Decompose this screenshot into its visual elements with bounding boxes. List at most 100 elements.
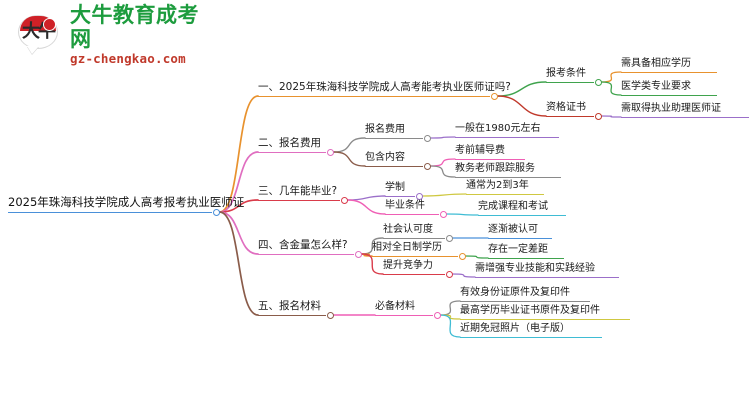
branch-2-sub-1[interactable]: 报名费用 — [365, 125, 423, 142]
branch-4-sub-2-underline — [372, 256, 458, 257]
branch-3-sub-2-label: 毕业条件 — [385, 200, 425, 211]
branch-3-sub-2-leaf-1-label: 完成课程和考试 — [478, 201, 548, 212]
branch-4-sub-2-leaf-1-label: 存在一定差距 — [488, 244, 548, 255]
branch-1-sub-1-leaf-2-label: 医学类专业要求 — [621, 81, 691, 92]
branch-3-sub-1-underline — [385, 196, 415, 197]
branch-node-4[interactable]: 四、含金量怎么样? — [258, 240, 354, 258]
branch-node-3-dot[interactable] — [340, 196, 348, 204]
branch-2-sub-1-leaf-1-underline — [455, 137, 559, 138]
branch-1-sub-2-leaf-1-underline — [621, 117, 749, 118]
branch-2-sub-1-label: 报名费用 — [365, 124, 405, 135]
branch-2-sub-2-leaf-2[interactable]: 教务老师跟踪服务 — [455, 164, 561, 181]
branch-4-sub-1-underline — [383, 238, 445, 239]
branch-node-1-label: 一、2025年珠海科技学院成人高考能考执业医师证吗? — [258, 81, 511, 93]
branch-1-sub-1-leaf-1-label: 需具备相应学历 — [621, 58, 691, 69]
branch-4-sub-3-leaf-1-underline — [475, 277, 619, 278]
branch-4-sub-1[interactable]: 社会认可度 — [383, 225, 445, 242]
branch-4-sub-2-leaf-1-underline — [488, 258, 564, 259]
branch-node-5-label: 五、报名材料 — [258, 300, 321, 312]
branch-4-sub-1-leaf-1-label: 逐渐被认可 — [488, 224, 538, 235]
branch-1-sub-1-leaf-1[interactable]: 需具备相应学历 — [621, 59, 717, 76]
branch-2-sub-2[interactable]: 包含内容 — [365, 153, 423, 170]
branch-node-1-underline — [258, 95, 490, 97]
branch-1-sub-2-label: 资格证书 — [546, 102, 586, 113]
branch-4-sub-1-label: 社会认可度 — [383, 224, 433, 235]
branch-5-sub-1-leaf-3-underline — [460, 337, 602, 338]
branch-5-sub-1-leaf-2-underline — [460, 319, 630, 320]
branch-1-sub-2-dot[interactable] — [594, 112, 602, 120]
branch-5-sub-1-leaf-2[interactable]: 最高学历毕业证书原件及复印件 — [460, 306, 630, 323]
branch-node-3-underline — [258, 199, 340, 201]
branch-node-3[interactable]: 三、几年能毕业? — [258, 186, 340, 204]
branch-3-sub-2-leaf-1-underline — [478, 215, 566, 216]
branch-3-sub-1[interactable]: 学制 — [385, 183, 415, 200]
branch-4-sub-2-dot[interactable] — [458, 252, 466, 260]
branch-3-sub-2-leaf-1[interactable]: 完成课程和考试 — [478, 202, 566, 219]
branch-node-2-dot[interactable] — [326, 148, 334, 156]
branch-1-sub-1-underline — [546, 82, 594, 83]
branch-node-1-dot[interactable] — [490, 92, 498, 100]
root-node-label: 2025年珠海科技学院成人高考报考执业医师证 — [8, 195, 245, 209]
branch-2-sub-2-leaf-1[interactable]: 考前辅导费 — [455, 146, 525, 163]
branch-5-sub-1-leaf-3-label: 近期免冠照片（电子版） — [460, 323, 570, 334]
branch-node-3-label: 三、几年能毕业? — [258, 185, 338, 197]
branch-5-sub-1-leaf-3[interactable]: 近期免冠照片（电子版） — [460, 324, 602, 341]
branch-node-5-underline — [258, 314, 326, 316]
branch-2-sub-2-dot[interactable] — [423, 162, 431, 170]
branch-2-sub-2-leaf-1-label: 考前辅导费 — [455, 145, 505, 156]
branch-1-sub-2-underline — [546, 116, 594, 117]
branch-3-sub-1-label: 学制 — [385, 182, 405, 193]
branch-1-sub-1-leaf-2[interactable]: 医学类专业要求 — [621, 82, 717, 99]
branch-3-sub-1-leaf-1-underline — [466, 194, 544, 195]
branch-2-sub-2-leaf-2-label: 教务老师跟踪服务 — [455, 163, 535, 174]
root-node[interactable]: 2025年珠海科技学院成人高考报考执业医师证 — [8, 195, 245, 216]
branch-1-sub-2[interactable]: 资格证书 — [546, 103, 594, 120]
branch-1-sub-1[interactable]: 报考条件 — [546, 69, 594, 86]
logo-title: 大牛教育成考网 — [70, 2, 199, 51]
logo-subtitle-url: gz-chengkao.com — [70, 50, 186, 66]
root-node-underline — [8, 211, 212, 213]
branch-3-sub-2-dot[interactable] — [439, 210, 447, 218]
branch-5-sub-1-leaf-1-underline — [460, 301, 590, 302]
branch-2-sub-1-underline — [365, 138, 423, 139]
branch-3-sub-2-underline — [385, 214, 439, 215]
branch-2-sub-1-dot[interactable] — [423, 134, 431, 142]
branch-2-sub-2-leaf-1-underline — [455, 159, 525, 160]
branch-node-4-underline — [258, 253, 354, 255]
branch-3-sub-1-leaf-1-label: 通常为2到3年 — [466, 180, 529, 191]
branch-2-sub-2-label: 包含内容 — [365, 152, 405, 163]
branch-node-5[interactable]: 五、报名材料 — [258, 301, 326, 319]
branch-4-sub-3-dot[interactable] — [445, 270, 453, 278]
branch-5-sub-1-underline — [375, 315, 433, 316]
branch-3-sub-2[interactable]: 毕业条件 — [385, 201, 439, 218]
branch-5-sub-1-label: 必备材料 — [375, 301, 415, 312]
branch-1-sub-2-leaf-1-label: 需取得执业助理医师证 — [621, 103, 721, 114]
branch-2-sub-2-leaf-2-underline — [455, 177, 561, 178]
branch-5-sub-1[interactable]: 必备材料 — [375, 302, 433, 319]
branch-1-sub-1-leaf-2-underline — [621, 95, 717, 96]
branch-5-sub-1-leaf-1-label: 有效身份证原件及复印件 — [460, 287, 570, 298]
branch-4-sub-1-leaf-1[interactable]: 逐渐被认可 — [488, 225, 552, 242]
branch-node-4-dot[interactable] — [354, 250, 362, 258]
branch-1-sub-2-leaf-1[interactable]: 需取得执业助理医师证 — [621, 104, 749, 121]
root-node-dot[interactable] — [212, 208, 220, 216]
branch-4-sub-2[interactable]: 相对全日制学历 — [372, 243, 458, 260]
branch-4-sub-2-leaf-1[interactable]: 存在一定差距 — [488, 245, 564, 262]
branch-4-sub-3[interactable]: 提升竞争力 — [383, 261, 445, 278]
branch-node-4-label: 四、含金量怎么样? — [258, 239, 348, 251]
branch-2-sub-1-leaf-1[interactable]: 一般在1980元左右 — [455, 124, 559, 141]
branch-2-sub-2-underline — [365, 166, 423, 167]
branch-5-sub-1-leaf-1[interactable]: 有效身份证原件及复印件 — [460, 288, 590, 305]
branch-node-1[interactable]: 一、2025年珠海科技学院成人高考能考执业医师证吗? — [258, 82, 511, 100]
branch-node-2-underline — [258, 151, 326, 153]
branch-3-sub-1-leaf-1[interactable]: 通常为2到3年 — [466, 181, 544, 198]
branch-node-2-label: 二、报名费用 — [258, 137, 321, 149]
branch-5-sub-1-dot[interactable] — [433, 311, 441, 319]
branch-node-2[interactable]: 二、报名费用 — [258, 138, 326, 156]
branch-4-sub-1-dot[interactable] — [445, 234, 453, 242]
branch-3-sub-1-dot[interactable] — [415, 192, 423, 200]
branch-4-sub-3-leaf-1-label: 需增强专业技能和实践经验 — [475, 263, 595, 274]
branch-node-5-dot[interactable] — [326, 311, 334, 319]
branch-1-sub-1-dot[interactable] — [594, 78, 602, 86]
branch-4-sub-3-leaf-1[interactable]: 需增强专业技能和实践经验 — [475, 264, 619, 281]
